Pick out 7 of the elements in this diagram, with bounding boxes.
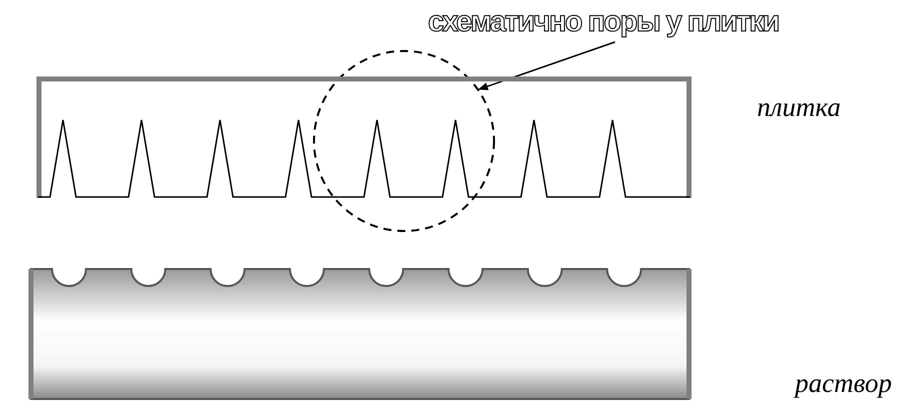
leader-arrow — [478, 41, 616, 90]
material-label: раствор — [795, 368, 892, 399]
callout-text: схематично поры у плитки — [428, 6, 779, 39]
dashed-circle — [313, 50, 495, 232]
material-label: плитка — [757, 92, 841, 123]
mortar-drawing — [28, 266, 692, 402]
tile-drawing — [36, 76, 692, 200]
